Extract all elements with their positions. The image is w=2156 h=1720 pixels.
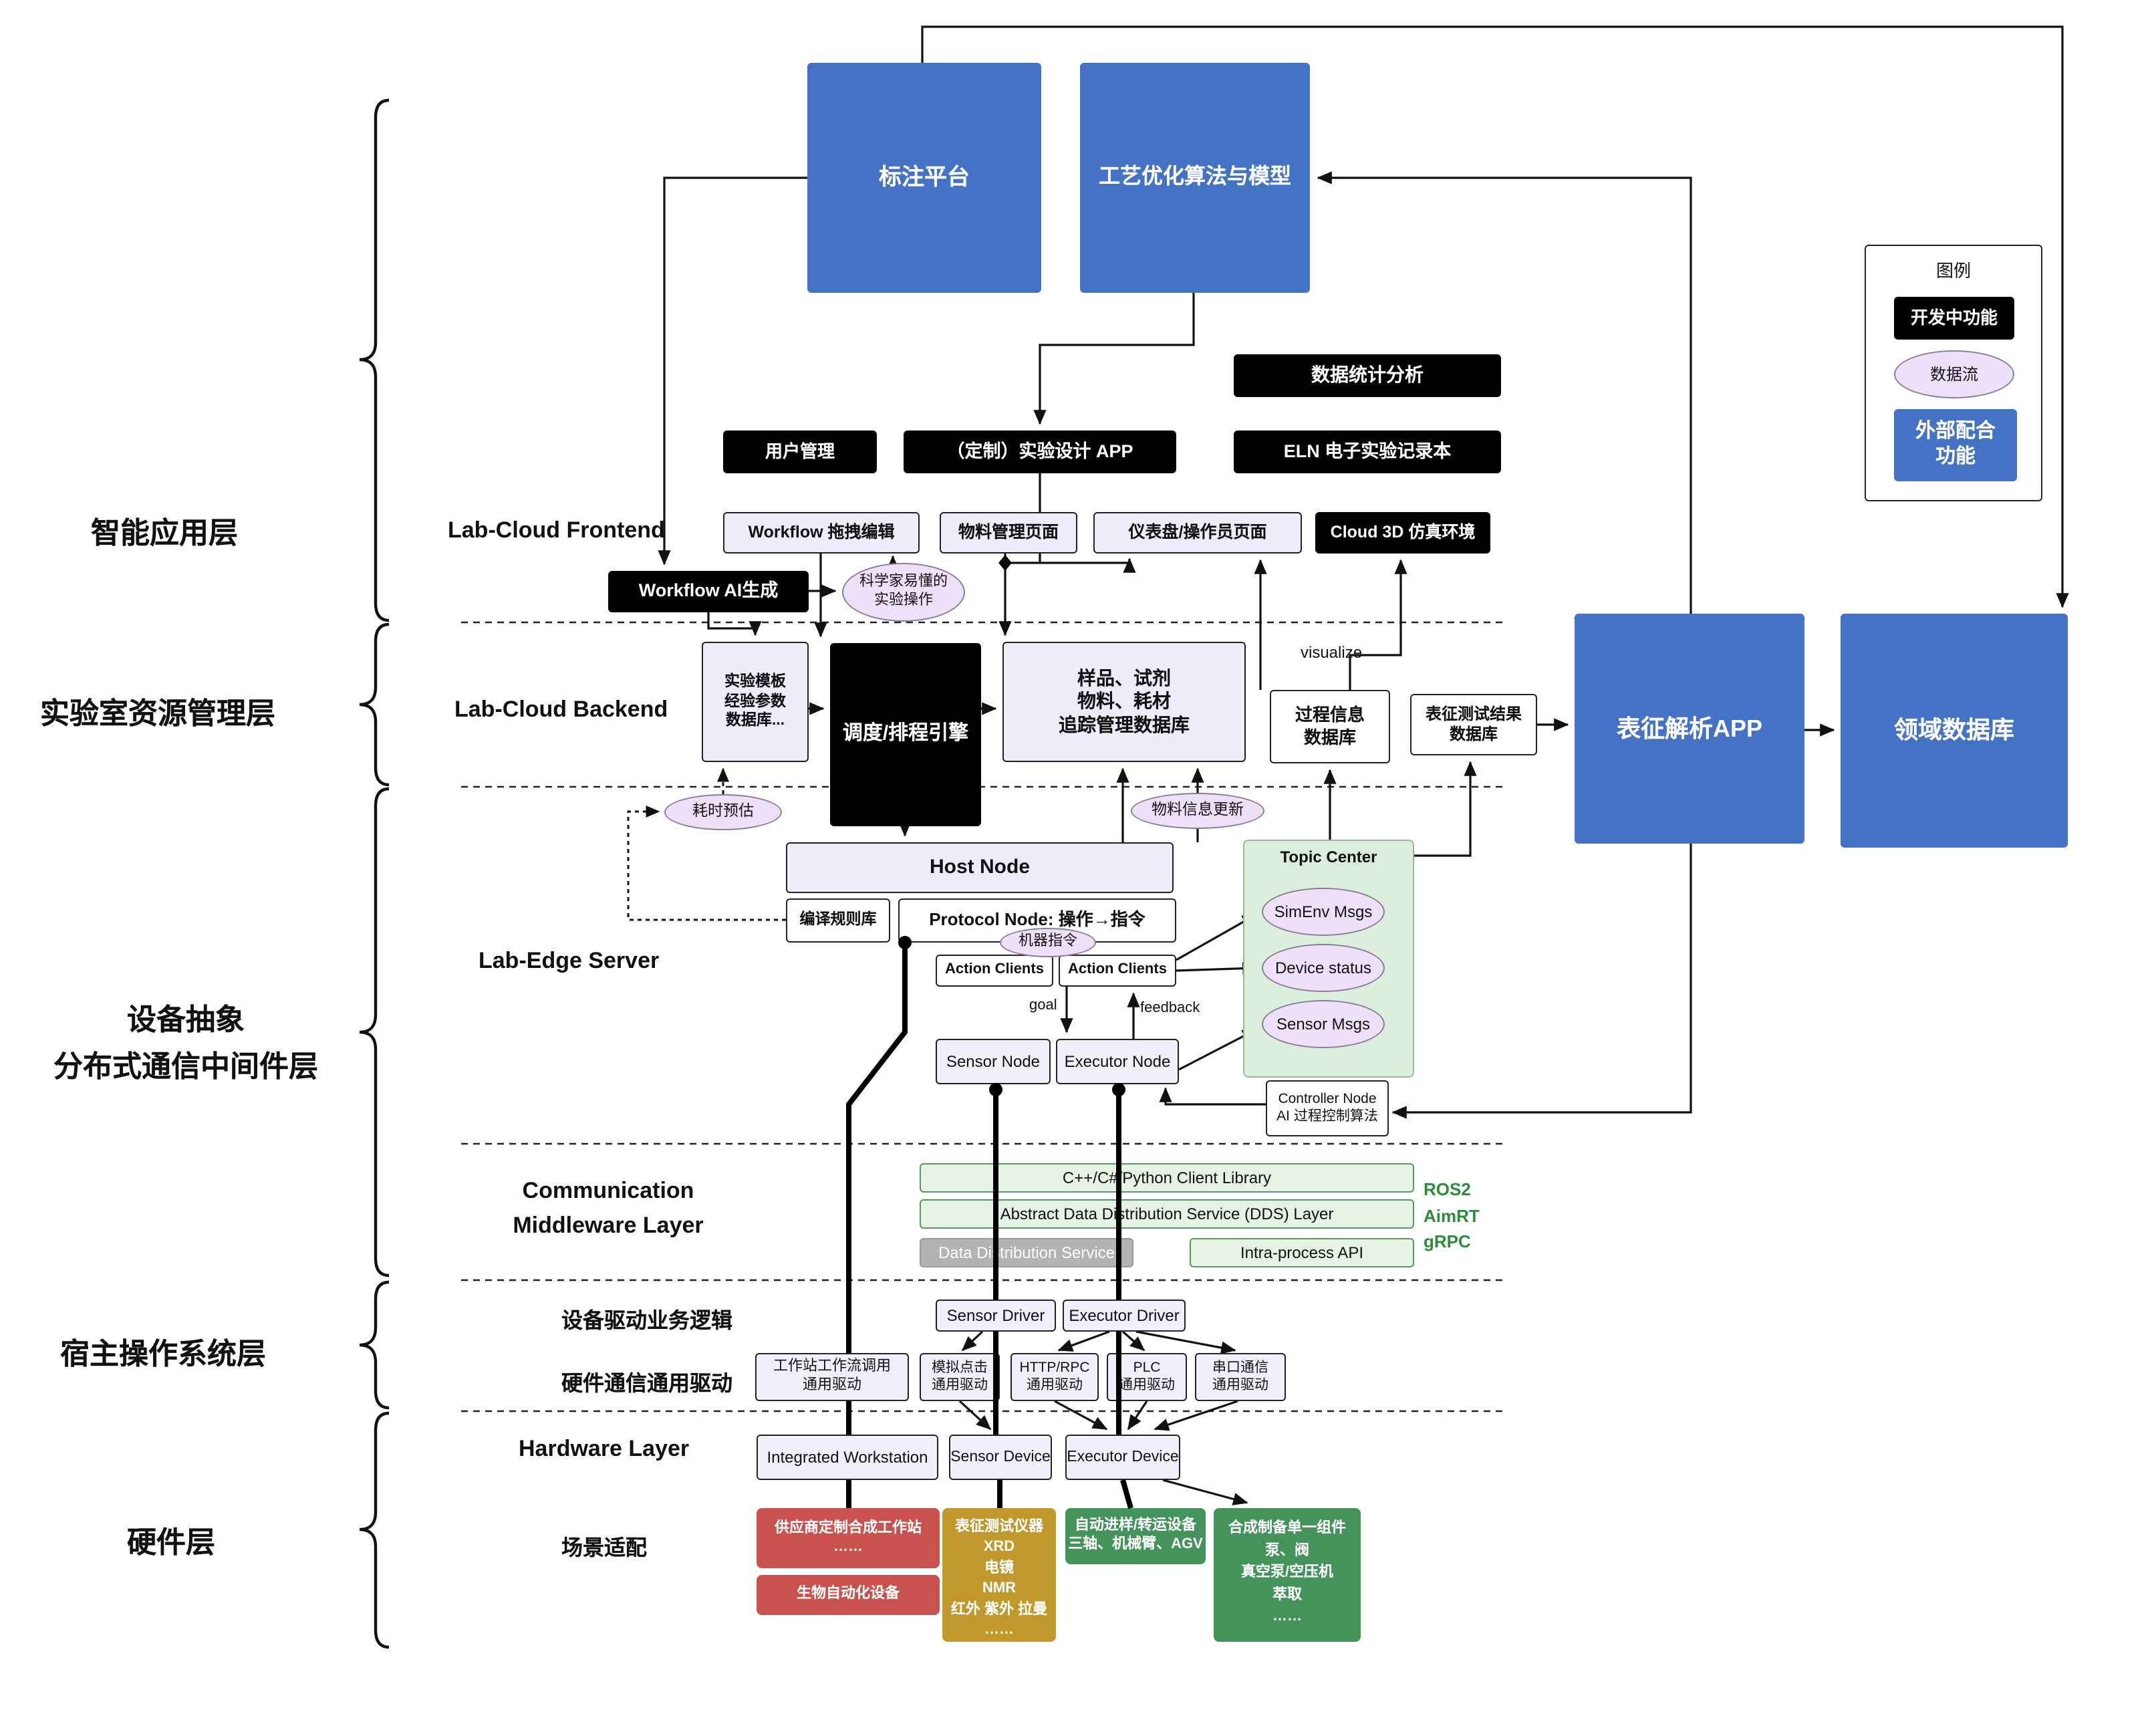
data-statistics-node: 数据统计分析 xyxy=(1234,354,1501,397)
integrated-workstation-node: Integrated Workstation xyxy=(757,1435,938,1480)
layer-label-device-abstraction: 设备抽象 分布式通信中间件层 xyxy=(53,1003,318,1084)
action-clients-left: Action Clients xyxy=(936,955,1053,987)
row-label-middleware: Communication Middleware Layer xyxy=(513,1178,704,1239)
layer-label-resource-mgmt: 实验室资源管理层 xyxy=(40,697,276,730)
layer-label-host-os: 宿主操作系统层 xyxy=(60,1337,267,1370)
component-node: 合成制备单一组件 泵、阀 真空泵/空压机 萃取 …… xyxy=(1214,1508,1361,1642)
visualize-label: visualize xyxy=(1301,643,1363,662)
legend-title: 图例 xyxy=(1935,261,1971,281)
sensor-device-node: Sensor Device xyxy=(949,1435,1052,1480)
executor-device-node: Executor Device xyxy=(1065,1435,1180,1480)
junction-diamond xyxy=(998,555,1012,571)
domain-db-node: 领域数据库 xyxy=(1841,614,2068,848)
eln-node: ELN 电子实验记录本 xyxy=(1234,431,1501,473)
row-label-frontend: Lab-Cloud Frontend xyxy=(448,517,665,543)
scheduler-node: 调度/排程引擎 xyxy=(830,643,981,826)
http-driver-node: HTTP/RPC 通用驱动 xyxy=(1010,1353,1099,1401)
serial-driver-node: 串口通信 通用驱动 xyxy=(1195,1353,1286,1401)
legend-external-feature: 外部配合 功能 xyxy=(1894,409,2017,481)
transfer-device-node: 自动进样/转运设备 三轴、机械臂、AGV xyxy=(1065,1508,1206,1564)
compile-rules-node: 编译规则库 xyxy=(786,898,890,943)
bio-automation-node: 生物自动化设备 xyxy=(757,1575,940,1615)
char-result-db-node: 表征测试结果 数据库 xyxy=(1410,694,1537,755)
dotted-flow-arrows xyxy=(627,767,786,921)
topic-center-title: Topic Center xyxy=(1280,848,1377,866)
legend-data-flow: 数据流 xyxy=(1894,350,2014,398)
device-status-pill: Device status xyxy=(1262,944,1385,992)
vendor-workstation-node: 供应商定制合成工作站 …… xyxy=(757,1508,940,1568)
machine-command-pill: 机器指令 xyxy=(1000,928,1096,957)
user-management-node: 用户管理 xyxy=(723,431,877,473)
char-instrument-node: 表征测试仪器 XRD 电镜 NMR 红外 紫外 拉曼 …… xyxy=(942,1508,1056,1642)
sensor-driver-node: Sensor Driver xyxy=(936,1300,1056,1332)
workstation-driver-node: 工作站工作流调用 通用驱动 xyxy=(755,1353,909,1401)
material-page-node: 物料管理页面 xyxy=(940,512,1077,554)
dashboard-page-node: 仪表盘/操作员页面 xyxy=(1093,512,1302,554)
annotation-platform-node: 标注平台 xyxy=(807,63,1041,293)
click-driver-node: 模拟点击 通用驱动 xyxy=(920,1353,1000,1401)
cloud-3d-sim-node: Cloud 3D 仿真环境 xyxy=(1315,512,1490,554)
row-label-driver-logic: 设备驱动业务逻辑 xyxy=(561,1310,733,1333)
plc-driver-node: PLC 通用驱动 xyxy=(1107,1353,1187,1401)
intra-process-api-bar: Intra-process API xyxy=(1190,1238,1414,1267)
row-label-backend: Lab-Cloud Backend xyxy=(454,697,668,722)
row-label-scene-adapt: 场景适配 xyxy=(561,1538,648,1560)
time-estimate-pill: 耗时预估 xyxy=(664,794,782,830)
custom-design-app-node: （定制）实验设计 APP xyxy=(904,431,1176,473)
template-db-node: 实验模板 经验参数 数据库... xyxy=(702,642,809,762)
sensor-msgs-pill: Sensor Msgs xyxy=(1262,1000,1385,1048)
scientist-ops-pill: 科学家易懂的 实验操作 xyxy=(842,563,965,622)
workflow-ai-node: Workflow AI生成 xyxy=(608,571,809,612)
process-optimization-node: 工艺优化算法与模型 xyxy=(1080,63,1310,293)
controller-node: Controller Node AI 过程控制算法 xyxy=(1266,1080,1389,1136)
client-library-bar: C++/C#/Python Client Library xyxy=(920,1163,1414,1193)
material-update-pill: 物料信息更新 xyxy=(1131,793,1264,829)
layer-label-hardware: 硬件层 xyxy=(127,1525,216,1559)
legend-dev-feature: 开发中功能 xyxy=(1894,297,2014,340)
sensor-node: Sensor Node xyxy=(936,1039,1051,1084)
host-node: Host Node xyxy=(786,842,1174,893)
executor-driver-node: Executor Driver xyxy=(1063,1300,1186,1332)
dds-layer-bar: Abstract Data Distribution Service (DDS)… xyxy=(920,1199,1414,1229)
char-analysis-app-node: 表征解析APP xyxy=(1575,614,1804,844)
middleware-stack-label: ROS2 AimRT gRPC xyxy=(1424,1179,1480,1251)
action-clients-right: Action Clients xyxy=(1059,955,1176,987)
row-label-hardware-layer: Hardware Layer xyxy=(519,1436,690,1461)
row-label-edge-server: Lab-Edge Server xyxy=(479,948,660,973)
executor-node: Executor Node xyxy=(1056,1039,1179,1084)
layer-label-intelligent-app: 智能应用层 xyxy=(91,516,239,549)
layer-braces xyxy=(359,98,390,1649)
feedback-label: feedback xyxy=(1140,1000,1200,1016)
tracking-db-node: 样品、试剂 物料、耗材 追踪管理数据库 xyxy=(1002,642,1246,762)
process-info-db-node: 过程信息 数据库 xyxy=(1270,690,1390,763)
goal-label: goal xyxy=(1029,997,1057,1013)
simenv-msgs-pill: SimEnv Msgs xyxy=(1262,888,1385,936)
workflow-editor-node: Workflow 拖拽编辑 xyxy=(723,512,920,554)
row-label-generic-driver: 硬件通信通用驱动 xyxy=(561,1373,733,1396)
dds-service-bar: Data Distribution Service xyxy=(920,1238,1133,1267)
